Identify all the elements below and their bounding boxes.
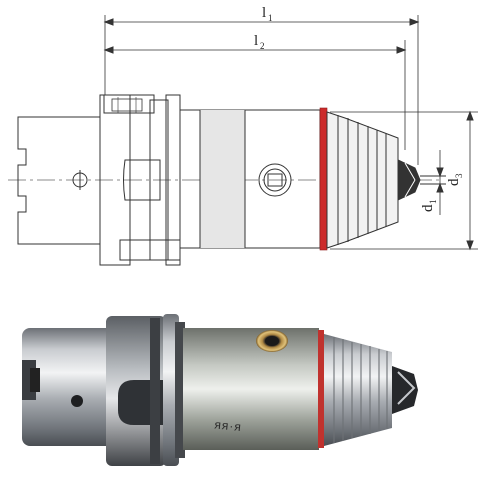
red-ring <box>319 107 328 251</box>
photo-shank <box>22 328 114 446</box>
product-photo: ᴙᴙ·ᴙ <box>22 314 418 466</box>
label-d1-sub: 1 <box>428 200 438 205</box>
label-d3-sub: 3 <box>454 173 464 178</box>
screw-icon <box>258 163 292 197</box>
label-d3-main: d <box>446 178 462 186</box>
chuck-taper <box>326 111 399 249</box>
technical-drawing <box>8 15 478 266</box>
photo-red-ring <box>318 330 324 448</box>
chuck-jaws <box>397 159 421 201</box>
photo-engraving: ᴙᴙ·ᴙ <box>214 417 243 434</box>
photo-chuck-taper <box>324 334 392 446</box>
label-l2-sub: 2 <box>260 41 265 51</box>
photo-body <box>183 328 319 450</box>
shank-outline <box>17 116 101 245</box>
label-l1-main: l <box>262 5 266 21</box>
photo-shank-hole-icon <box>71 395 83 407</box>
dimension-labels: l 1 l 2 d 3 d 1 <box>254 5 464 212</box>
label-d1-main: d <box>420 204 436 212</box>
label-l1-sub: 1 <box>268 13 273 23</box>
label-l2-main: l <box>254 33 258 49</box>
photo-chuck-jaws <box>392 366 418 414</box>
